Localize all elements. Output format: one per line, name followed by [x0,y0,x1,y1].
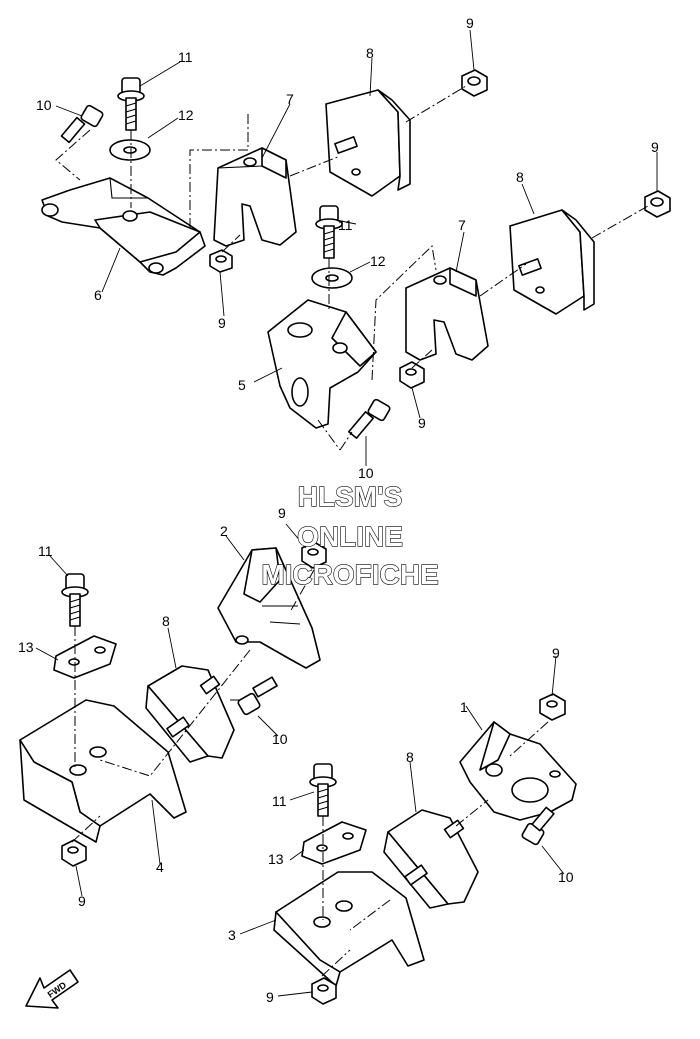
damper-8 [325,89,411,197]
callout-5: 5 [238,377,246,393]
callout-11: 11 [338,217,353,233]
bolt-11 [309,763,337,817]
nut-9 [209,249,233,273]
callout-4: 4 [156,859,164,875]
callout-9: 9 [552,645,560,661]
assembly-lines [55,85,649,977]
damper-8 [509,209,595,315]
leader-lines [35,29,658,997]
callout-7: 7 [286,91,294,107]
bracket-6 [41,177,206,276]
callout-9: 9 [278,505,286,521]
nut-9 [301,541,327,569]
callout-6: 6 [94,287,102,303]
nut-9 [539,693,566,721]
plate-13 [53,635,117,679]
svg-text:ONLINE: ONLINE [297,521,403,552]
callout-3: 3 [228,927,236,943]
bolt-10 [237,676,278,716]
damper-8 [145,665,235,763]
callout-2: 2 [220,523,228,539]
bolt-10 [348,398,391,439]
bracket-5 [267,299,377,429]
callout-1: 1 [460,699,468,715]
nut-9 [311,977,337,1005]
callout-12: 12 [178,107,194,123]
callout-10: 10 [36,97,52,113]
callout-9: 9 [218,315,226,331]
callout-8: 8 [406,749,414,765]
callout-8: 8 [366,45,374,61]
nut-9 [461,69,488,97]
svg-text:MICROFICHE: MICROFICHE [261,559,438,590]
callout-11: 11 [178,49,193,65]
callout-8: 8 [516,169,524,185]
bolt-10 [521,806,555,846]
bolt-11 [61,573,89,627]
callout-7: 7 [458,217,466,233]
bolt-10 [60,104,104,144]
callout-8: 8 [162,613,170,629]
callout-9: 9 [466,15,474,31]
callout-11: 11 [272,793,287,809]
svg-text:HLSM'S: HLSM'S [298,481,403,512]
callout-10: 10 [558,869,574,885]
nut-9 [399,361,425,389]
callout-9: 9 [266,989,274,1005]
bracket-4 [19,699,187,843]
callout-labels: 9 11 8 10 12 7 9 8 6 9 11 7 12 5 9 10 9 … [18,15,659,1005]
callout-9: 9 [418,415,426,431]
callout-12: 12 [370,253,386,269]
callout-10: 10 [358,465,374,481]
bracket-1 [459,721,577,821]
nut-9 [644,190,671,218]
watermark: HLSM'S ONLINE MICROFICHE [261,480,440,590]
nut-9 [61,839,87,867]
bracket-2 [217,547,321,669]
bracket-3 [273,871,425,987]
callout-9: 9 [78,893,86,909]
callout-9: 9 [651,139,659,155]
mount-7 [213,147,297,247]
callout-13: 13 [268,851,284,867]
callout-11: 11 [38,543,53,559]
damper-8 [383,809,479,909]
callout-10: 10 [272,731,288,747]
fwd-arrow: FWD [25,969,79,1009]
mount-7 [405,267,489,361]
callout-13: 13 [18,639,34,655]
plate-13 [301,821,367,865]
